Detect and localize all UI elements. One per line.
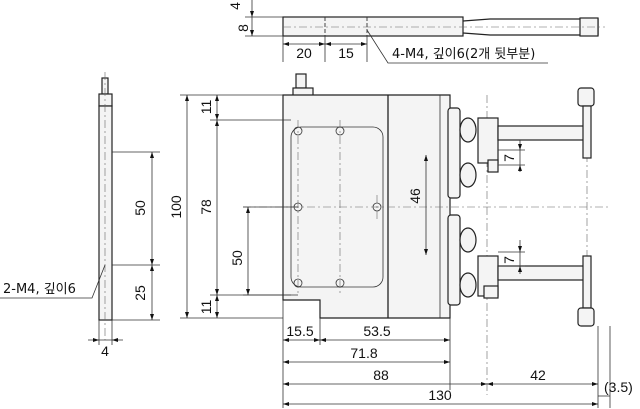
front-dim-50: 50 xyxy=(229,250,245,266)
front-view-plate xyxy=(282,94,451,319)
front-dim-53-5: 53.5 xyxy=(363,323,390,339)
top-dim-8: 8 xyxy=(235,24,251,32)
top-dim-15: 15 xyxy=(338,45,354,61)
side-view-body xyxy=(98,105,113,321)
top-dim-4: 4 xyxy=(227,2,243,10)
front-dim-11-bottom: 11 xyxy=(198,300,214,315)
upper-hinge xyxy=(447,107,589,199)
side-view: 4 50 25 2-M4, 깊이6 xyxy=(0,72,160,359)
clamp-knob-upper xyxy=(577,87,595,159)
side-dim-25: 25 xyxy=(132,285,148,301)
front-dim-7-top: 7 xyxy=(501,154,517,162)
front-dim-3-5: (3.5) xyxy=(604,379,633,395)
top-dim-20: 20 xyxy=(296,45,312,61)
front-dim-11-top: 11 xyxy=(198,100,214,115)
side-view-note: 2-M4, 깊이6 xyxy=(3,282,76,297)
front-view-stud xyxy=(295,73,307,89)
front-dim-7-bottom: 7 xyxy=(501,256,517,264)
front-dim-130: 130 xyxy=(428,387,452,403)
lower-hinge xyxy=(447,214,589,306)
clamp-knob-lower xyxy=(577,255,595,327)
front-dim-88: 88 xyxy=(373,367,389,383)
side-dim-4: 4 xyxy=(101,343,109,359)
top-view-note: 4-M4, 깊이6(2개 뒷부분) xyxy=(392,47,535,62)
front-dim-71-8: 71.8 xyxy=(350,345,377,361)
front-view: 100 11 78 11 50 46 7 7 xyxy=(168,73,633,408)
side-view-nut xyxy=(98,93,113,107)
top-view-body xyxy=(282,16,464,37)
front-dim-100: 100 xyxy=(168,195,184,219)
front-dim-78: 78 xyxy=(198,199,214,215)
front-dim-42: 42 xyxy=(530,367,546,383)
top-view: 8 4 20 15 4-M4, 깊이6(2개 뒷부분) xyxy=(227,0,605,64)
front-dim-46: 46 xyxy=(407,188,423,204)
side-dim-50: 50 xyxy=(132,200,148,216)
front-dim-15-5: 15.5 xyxy=(286,323,313,339)
